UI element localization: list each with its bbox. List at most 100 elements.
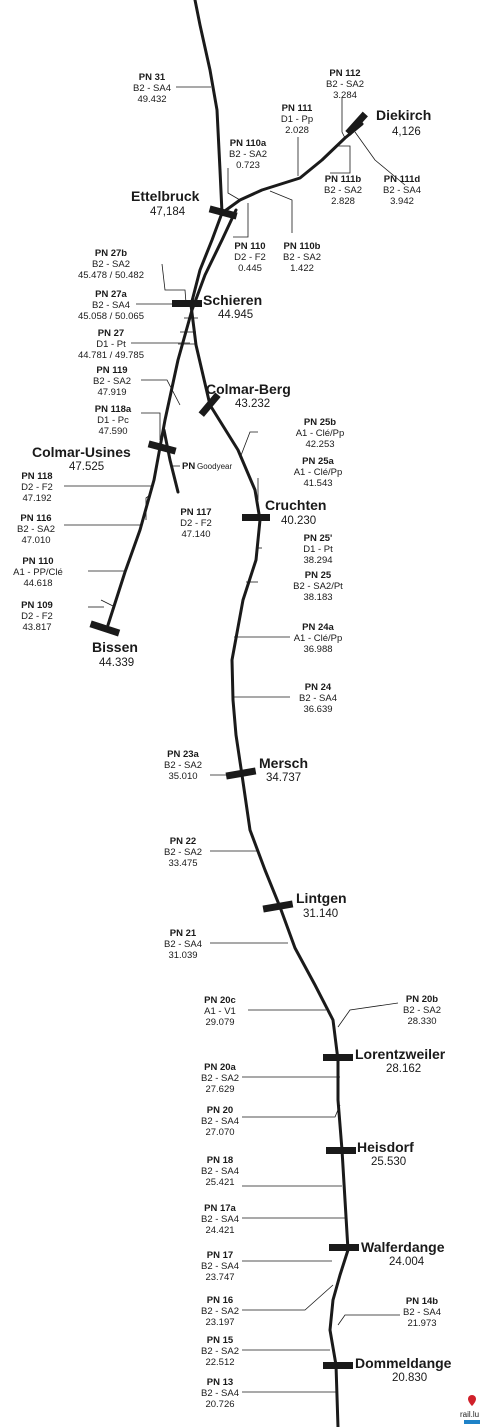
crossing-pn20b: PN 20b B2 - SA2 28.330 xyxy=(403,994,441,1027)
svg-text:PN 16: PN 16 xyxy=(207,1295,233,1306)
svg-text:Dommeldange: Dommeldange xyxy=(355,1355,452,1371)
svg-text:PN 118: PN 118 xyxy=(21,471,52,482)
svg-text:PN 22: PN 22 xyxy=(170,836,196,847)
svg-text:29.079: 29.079 xyxy=(205,1017,234,1028)
svg-text:47.590: 47.590 xyxy=(98,426,127,437)
goodyear-siding xyxy=(162,428,180,494)
station-bar-dommeldange xyxy=(323,1362,353,1369)
main-line xyxy=(189,0,350,1427)
svg-text:PN 14b: PN 14b xyxy=(406,1296,438,1307)
svg-text:B2 - SA2: B2 - SA2 xyxy=(403,1005,441,1016)
crossing-pn17: PN 17 B2 - SA4 23.747 xyxy=(201,1250,239,1283)
svg-text:24.421: 24.421 xyxy=(205,1225,234,1236)
crossing-pn20: PN 20 B2 - SA4 27.070 xyxy=(201,1105,239,1138)
svg-text:PN 23a: PN 23a xyxy=(167,749,199,760)
svg-text:B2 - SA4: B2 - SA4 xyxy=(299,693,337,704)
svg-text:B2 - SA2: B2 - SA2 xyxy=(201,1306,239,1317)
station-bar-lorentzweiler xyxy=(323,1054,353,1061)
station-label-lintgen: Lintgen 31.140 xyxy=(296,890,347,920)
svg-text:PN 118a: PN 118a xyxy=(95,404,132,415)
crossing-pn109: PN 109 D2 - F2 43.817 xyxy=(21,600,53,633)
svg-text:PN 110: PN 110 xyxy=(234,241,265,252)
svg-text:D1 - Pc: D1 - Pc xyxy=(97,415,129,426)
svg-text:PN 13: PN 13 xyxy=(207,1377,233,1388)
svg-text:PN 24: PN 24 xyxy=(305,682,332,693)
crossing-pn27: PN 27 D1 - Pt 44.781 / 49.785 xyxy=(78,328,144,361)
crossing-pn110a: PN 110a B2 - SA2 0.723 xyxy=(229,138,267,171)
svg-text:44.339: 44.339 xyxy=(99,657,134,669)
svg-text:28.330: 28.330 xyxy=(407,1016,436,1027)
crossing-pn25b: PN 25b A1 - Clé/Pp 42.253 xyxy=(296,417,345,450)
svg-text:PN 111: PN 111 xyxy=(282,103,313,114)
svg-text:Heisdorf: Heisdorf xyxy=(357,1139,414,1155)
svg-text:44.618: 44.618 xyxy=(23,578,52,589)
svg-text:PN 111d: PN 111d xyxy=(384,174,421,185)
svg-text:D1 - Pp: D1 - Pp xyxy=(281,114,313,125)
svg-text:Goodyear: Goodyear xyxy=(197,462,232,471)
svg-text:34.737: 34.737 xyxy=(266,772,301,784)
leader-lines xyxy=(64,86,406,1393)
svg-text:31.039: 31.039 xyxy=(168,950,197,961)
crossing-pn16: PN 16 B2 - SA2 23.197 xyxy=(201,1295,239,1328)
crossing-pn24a: PN 24a A1 - Clé/Pp 36.988 xyxy=(294,622,343,655)
svg-text:PN 109: PN 109 xyxy=(21,600,53,611)
svg-text:B2 - SA4: B2 - SA4 xyxy=(201,1116,239,1127)
station-label-cruchten: Cruchten 40.230 xyxy=(265,497,326,527)
crossing-pn110: PN 110 D2 - F2 0.445 xyxy=(234,241,266,274)
crossing-pn117: PN 117 D2 - F2 47.140 xyxy=(180,507,212,540)
svg-text:47.919: 47.919 xyxy=(97,387,126,398)
crossing-pn31: PN 31 B2 - SA4 49.432 xyxy=(133,72,171,105)
svg-text:Ettelbruck: Ettelbruck xyxy=(131,188,200,204)
station-bar-colmar-berg xyxy=(198,392,221,417)
svg-text:A1 - PP/Clé: A1 - PP/Clé xyxy=(13,567,63,578)
svg-text:B2 - SA4: B2 - SA4 xyxy=(383,185,421,196)
svg-text:36.639: 36.639 xyxy=(303,704,332,715)
svg-text:PN 111b: PN 111b xyxy=(325,174,362,185)
crossing-pn110-bissen: PN 110 A1 - PP/Clé 44.618 xyxy=(13,556,63,589)
crossing-pn21: PN 21 B2 - SA4 31.039 xyxy=(164,928,202,961)
svg-text:2.828: 2.828 xyxy=(331,196,355,207)
crossing-pn24: PN 24 B2 - SA4 36.639 xyxy=(299,682,337,715)
crossing-pn111: PN 111 D1 - Pp 2.028 xyxy=(281,103,313,136)
svg-text:A1 - Clé/Pp: A1 - Clé/Pp xyxy=(294,633,343,644)
station-label-diekirch: Diekirch 4,126 xyxy=(376,107,431,138)
station-label-dommeldange: Dommeldange 20.830 xyxy=(355,1355,452,1384)
svg-text:B2 - SA2/Pt: B2 - SA2/Pt xyxy=(293,581,343,592)
svg-text:PN 112: PN 112 xyxy=(329,68,360,79)
svg-text:4,126: 4,126 xyxy=(392,126,421,138)
station-bar-cruchten xyxy=(242,514,270,521)
crossing-pn20a: PN 20a B2 - SA2 27.629 xyxy=(201,1062,239,1095)
svg-text:B2 - SA2: B2 - SA2 xyxy=(17,524,55,535)
svg-text:B2 - SA2: B2 - SA2 xyxy=(326,79,364,90)
svg-text:38.183: 38.183 xyxy=(303,592,332,603)
svg-text:PN 110: PN 110 xyxy=(22,556,53,567)
crossing-pn27a: PN 27a B2 - SA4 45.058 / 50.065 xyxy=(78,289,144,322)
svg-text:D2 - F2: D2 - F2 xyxy=(21,482,53,493)
svg-text:PN 27b: PN 27b xyxy=(95,248,127,259)
svg-text:PN 17: PN 17 xyxy=(207,1250,233,1261)
station-label-colmar-usines: Colmar-Usines 47.525 xyxy=(32,444,131,473)
svg-text:31.140: 31.140 xyxy=(303,908,338,920)
station-label-lorentzweiler: Lorentzweiler 28.162 xyxy=(355,1046,446,1075)
svg-text:B2 - SA2: B2 - SA2 xyxy=(164,760,202,771)
station-label-heisdorf: Heisdorf 25.530 xyxy=(357,1139,414,1168)
svg-text:49.432: 49.432 xyxy=(137,94,166,105)
svg-text:B2 - SA4: B2 - SA4 xyxy=(201,1214,239,1225)
svg-text:33.475: 33.475 xyxy=(168,858,197,869)
crossing-pn111b: PN 111b B2 - SA2 2.828 xyxy=(324,174,362,207)
station-label-walferdange: Walferdange 24.004 xyxy=(361,1239,445,1268)
crossing-pn111d: PN 111d B2 - SA4 3.942 xyxy=(383,174,421,207)
svg-text:45.058 / 50.065: 45.058 / 50.065 xyxy=(78,311,144,322)
crossing-pn14b: PN 14b B2 - SA4 21.973 xyxy=(403,1296,441,1329)
svg-text:36.988: 36.988 xyxy=(303,644,332,655)
svg-text:B2 - SA4: B2 - SA4 xyxy=(164,939,202,950)
svg-text:3.942: 3.942 xyxy=(390,196,414,207)
svg-text:41.543: 41.543 xyxy=(303,478,332,489)
svg-text:B2 - SA4: B2 - SA4 xyxy=(403,1307,441,1318)
svg-text:Diekirch: Diekirch xyxy=(376,107,431,123)
svg-text:PN 25: PN 25 xyxy=(305,570,332,581)
svg-text:20.726: 20.726 xyxy=(205,1399,234,1410)
svg-text:22.512: 22.512 xyxy=(205,1357,234,1368)
svg-text:PN 110a: PN 110a xyxy=(230,138,267,149)
crossing-pn25a: PN 25a A1 - Clé/Pp 41.543 xyxy=(294,456,343,489)
